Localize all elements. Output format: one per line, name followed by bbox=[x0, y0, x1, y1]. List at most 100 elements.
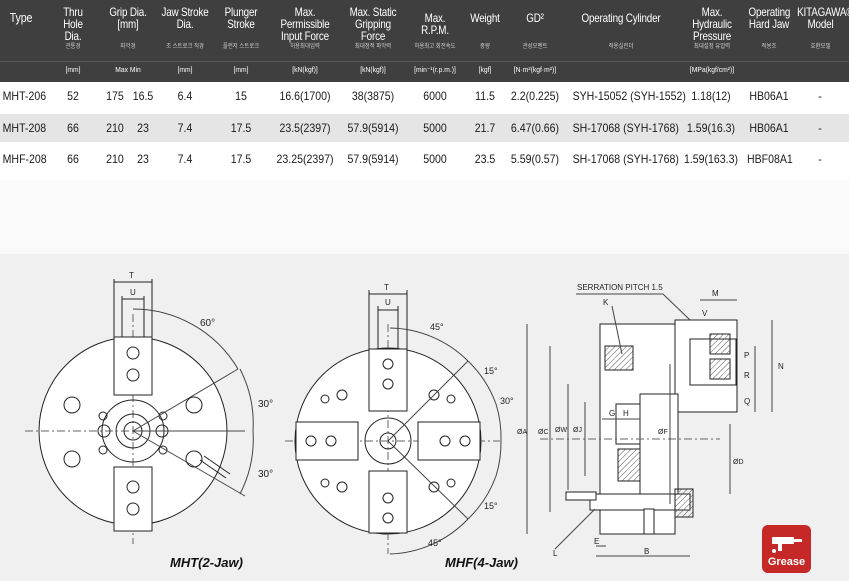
cell-hydraulic: 1.59(163.3) bbox=[683, 152, 739, 166]
cell-hard-jaw: HBF08A1 bbox=[747, 152, 793, 166]
label-g: G bbox=[609, 409, 615, 418]
cell-jaw-stroke: 7.4 bbox=[177, 152, 193, 166]
cell-hard-jaw: HB06A1 bbox=[749, 121, 789, 135]
header-gripping-force-kor: 최대정적 파악력 bbox=[354, 44, 392, 50]
cell-max-rpm: 5000 bbox=[423, 152, 447, 166]
header-divider bbox=[0, 61, 849, 62]
cell-gd2: 6.47(0.66) bbox=[510, 121, 560, 135]
cell-kitagawa: - bbox=[818, 121, 822, 135]
cell-input-force: 16.6(1700) bbox=[279, 89, 331, 103]
header-hard-jaw-kor: 적용조 bbox=[761, 44, 777, 50]
cell-type: MHT-208 bbox=[2, 121, 47, 135]
header-thru-hole-label: Thru Hole Dia. bbox=[63, 5, 83, 43]
grease-gun-icon bbox=[772, 537, 802, 553]
header-jaw-stroke: Jaw Stroke Dia. 조 스트로크 직경 [mm] bbox=[156, 0, 214, 82]
label-v: V bbox=[702, 309, 708, 318]
cell-weight: 23.5 bbox=[474, 152, 496, 166]
cell-jaw-stroke: 7.4 bbox=[177, 121, 193, 135]
header-gripping-force-unit: [kN(kgf)] bbox=[360, 65, 386, 74]
cell-gripping-force: 38(3875) bbox=[351, 89, 395, 103]
header-plunger-stroke-kor: 플런저 스트로크 bbox=[222, 44, 260, 50]
cell-cylinder: SH-17068 (SYH-1768) bbox=[572, 152, 679, 166]
header-grip-dia: Grip Dia. [mm] 파악경 Max Min bbox=[102, 0, 154, 82]
cell-cylinder: SYH-15052 (SYH-1552) bbox=[572, 89, 686, 103]
angle-45-bottom: 45° bbox=[428, 538, 442, 548]
cell-grip-max: 175 bbox=[106, 89, 124, 103]
header-hydraulic-label: Max. Hydraulic Pressure bbox=[692, 5, 732, 43]
cell-kitagawa: - bbox=[818, 152, 822, 166]
cell-type: MHT-206 bbox=[2, 89, 47, 103]
header-jaw-stroke-unit: [mm] bbox=[177, 65, 193, 74]
cell-weight: 11.5 bbox=[475, 89, 495, 103]
cell-thru-hole: 66 bbox=[67, 121, 79, 135]
label-k: K bbox=[603, 298, 609, 307]
header-input-force: Max. Permissible Input Force 허용최대입력 [kN(… bbox=[266, 0, 344, 82]
header-plunger-stroke-label: Plunger Stroke bbox=[224, 5, 258, 31]
cell-gd2: 5.59(0.57) bbox=[510, 152, 560, 166]
header-gripping-force-label: Max. Static Gripping Force bbox=[349, 5, 397, 43]
header-kitagawa-kor: 호환모델 bbox=[810, 44, 831, 50]
cell-grip-max: 210 bbox=[106, 152, 124, 166]
header-input-force-kor: 허용최대입력 bbox=[290, 44, 320, 50]
header-type-label: Type bbox=[9, 10, 33, 25]
cell-input-force: 23.5(2397) bbox=[279, 121, 331, 135]
caption-mht-2jaw: MHT(2-Jaw) bbox=[170, 555, 243, 570]
angle-30-right: 30° bbox=[500, 396, 514, 406]
cell-grip-min: 16.5 bbox=[132, 89, 154, 103]
cell-kitagawa: - bbox=[818, 89, 822, 103]
header-weight-kor: 중량 bbox=[480, 44, 490, 50]
header-max-rpm-kor: 허용최고 회전속도 bbox=[414, 44, 456, 50]
label-q: Q bbox=[744, 397, 750, 406]
table-row: MHT-208 66 210 23 7.4 17.5 23.5(2397) 57… bbox=[0, 114, 849, 142]
mhf-4jaw-view bbox=[285, 290, 502, 555]
header-gd2-kor: 관성모멘트 bbox=[522, 44, 548, 50]
header-plunger-stroke: Plunger Stroke 플런저 스트로크 [mm] bbox=[216, 0, 266, 82]
header-grip-dia-label: Grip Dia. [mm] bbox=[109, 5, 147, 31]
grease-badge: Grease bbox=[762, 525, 811, 573]
cell-plunger-stroke: 15 bbox=[235, 89, 247, 103]
label-a: ØA bbox=[517, 429, 527, 436]
blank-band bbox=[0, 180, 849, 254]
cell-thru-hole: 52 bbox=[67, 89, 79, 103]
label-t1: T bbox=[129, 271, 134, 280]
header-weight-unit: [kgf] bbox=[478, 65, 492, 74]
cell-cylinder: SH-17068 (SYH-1768) bbox=[572, 121, 679, 135]
cell-hydraulic: 1.59(16.3) bbox=[686, 121, 736, 135]
label-t2: T bbox=[384, 283, 389, 292]
angle-60: 60° bbox=[200, 318, 215, 329]
grease-label: Grease bbox=[767, 556, 806, 568]
header-max-rpm-label: Max. R.P.M. bbox=[421, 11, 449, 37]
label-p: P bbox=[744, 351, 749, 360]
label-r: R bbox=[744, 371, 750, 380]
header-weight: Weight 중량 [kgf] bbox=[466, 0, 504, 82]
angle-30-upper: 30° bbox=[258, 399, 273, 410]
spec-table-header: Type Thru Hole Dia. 관통경 [mm] Grip Dia. [… bbox=[0, 0, 849, 82]
header-input-force-unit: [kN(kgf)] bbox=[292, 65, 318, 74]
header-plunger-stroke-unit: [mm] bbox=[233, 65, 249, 74]
label-d: ØD bbox=[733, 459, 744, 466]
header-hydraulic-kor: 최대설정 유압력 bbox=[693, 44, 731, 50]
cell-gd2: 2.2(0.225) bbox=[510, 89, 560, 103]
header-grip-dia-unit: Max Min bbox=[115, 65, 141, 74]
header-thru-hole: Thru Hole Dia. 관통경 [mm] bbox=[50, 0, 96, 82]
label-u2: U bbox=[385, 298, 391, 307]
header-gd2-label: GD² bbox=[526, 11, 544, 25]
header-cylinder-label: Operating Cylinder bbox=[581, 11, 661, 25]
label-h: H bbox=[623, 409, 629, 418]
technical-drawing-panel: T U 60° 30° 30° MHT(2-Jaw) bbox=[0, 254, 849, 581]
header-hard-jaw: Operating Hard Jaw 적용조 bbox=[744, 0, 794, 82]
header-max-rpm: Max. R.P.M. 허용최고 회전속도 [min⁻¹(r.p.m.)] bbox=[404, 0, 466, 82]
header-gd2: GD² 관성모멘트 [N·m²(kgf·m²)] bbox=[506, 0, 564, 82]
header-type: Type bbox=[0, 0, 42, 82]
header-grip-dia-kor: 파악경 bbox=[120, 44, 136, 50]
cell-grip-min: 23 bbox=[137, 152, 149, 166]
caption-mhf-4jaw: MHF(4-Jaw) bbox=[445, 555, 518, 570]
header-cylinder-kor: 적용실린더 bbox=[608, 44, 634, 50]
label-n: N bbox=[778, 362, 784, 371]
cell-type: MHF-208 bbox=[2, 152, 47, 166]
cell-thru-hole: 66 bbox=[67, 152, 79, 166]
header-jaw-stroke-kor: 조 스트로크 직경 bbox=[166, 44, 204, 50]
label-serration: SERRATION PITCH 1.5 bbox=[577, 283, 663, 292]
label-w: ØW bbox=[555, 427, 567, 434]
header-gd2-unit: [N·m²(kgf·m²)] bbox=[513, 65, 557, 74]
